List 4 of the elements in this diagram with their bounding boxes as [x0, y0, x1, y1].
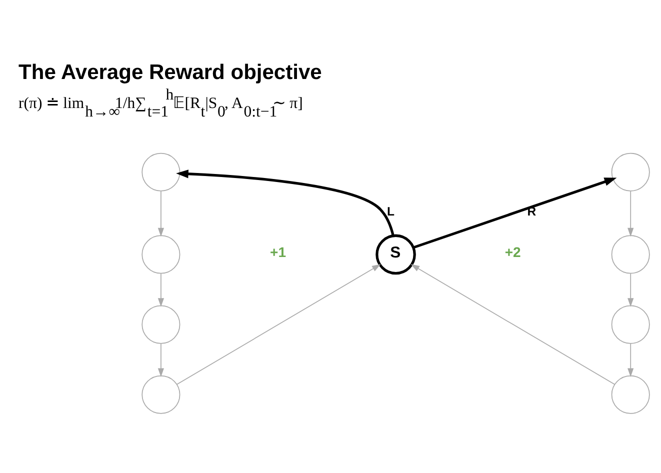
label: +2 — [504, 244, 521, 260]
diagram-title: The Average Reward objective — [18, 60, 322, 84]
edge-label: L — [387, 204, 394, 219]
label: +1 — [270, 244, 286, 260]
